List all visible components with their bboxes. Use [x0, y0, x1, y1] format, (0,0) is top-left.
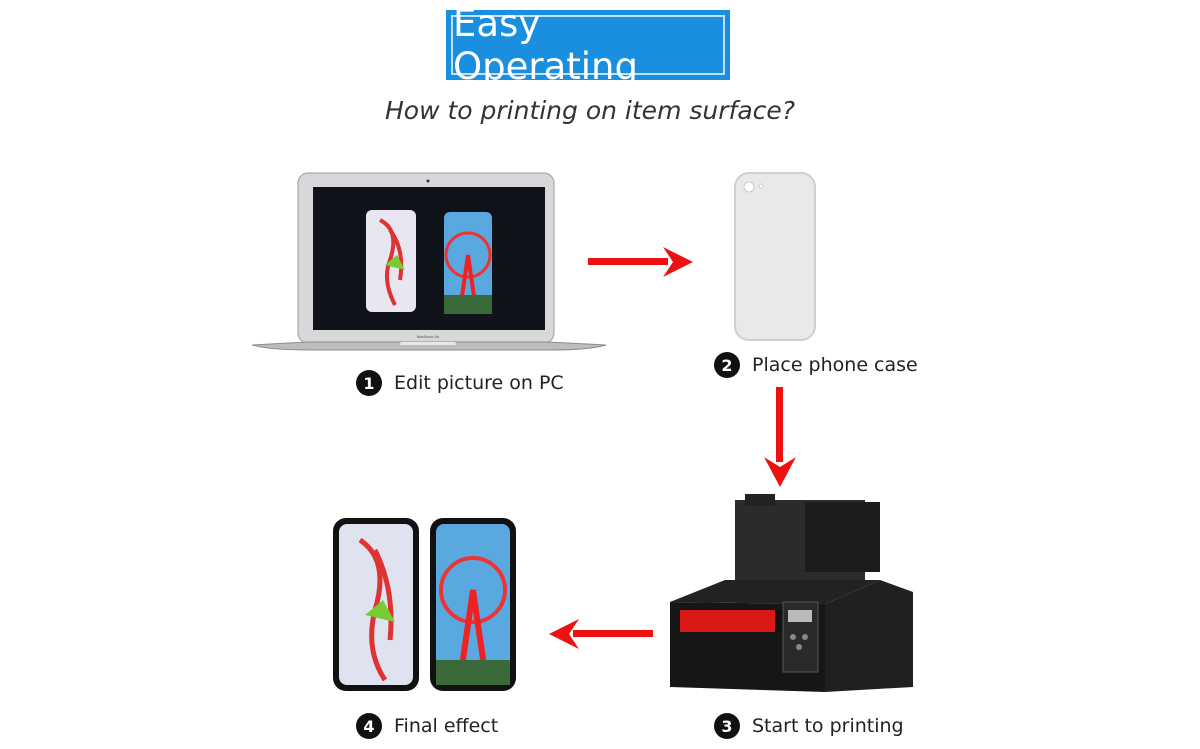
- page-title: Easy Operating: [451, 2, 725, 88]
- laptop-brand-text: MacBook Air: [417, 334, 440, 339]
- step-number-icon: 1: [356, 370, 382, 396]
- step-number-icon: 2: [714, 352, 740, 378]
- printed-phone-cases-image: [333, 518, 516, 691]
- arrow-right-icon: [588, 247, 693, 277]
- step-text: Final effect: [394, 715, 499, 737]
- step-text: Edit picture on PC: [394, 372, 564, 394]
- step-text: Start to printing: [752, 715, 904, 737]
- uv-printer-image: [670, 494, 913, 692]
- step-number-icon: 3: [714, 713, 740, 739]
- step-4-label: 4 Final effect: [356, 713, 498, 739]
- step-text: Place phone case: [752, 354, 918, 376]
- step-2-label: 2 Place phone case: [714, 352, 918, 378]
- arrow-left-icon: [549, 619, 653, 649]
- laptop-image: MacBook Air: [251, 172, 607, 351]
- arrow-down-icon: [764, 387, 796, 487]
- title-banner: Easy Operating: [446, 2, 730, 88]
- step-3-label: 3 Start to printing: [714, 713, 904, 739]
- blank-phone-case-image: [734, 172, 816, 341]
- laptop-screen: [313, 187, 545, 330]
- step-1-label: 1 Edit picture on PC: [356, 370, 564, 396]
- subtitle: How to printing on item surface?: [384, 96, 796, 125]
- step-number-icon: 4: [356, 713, 382, 739]
